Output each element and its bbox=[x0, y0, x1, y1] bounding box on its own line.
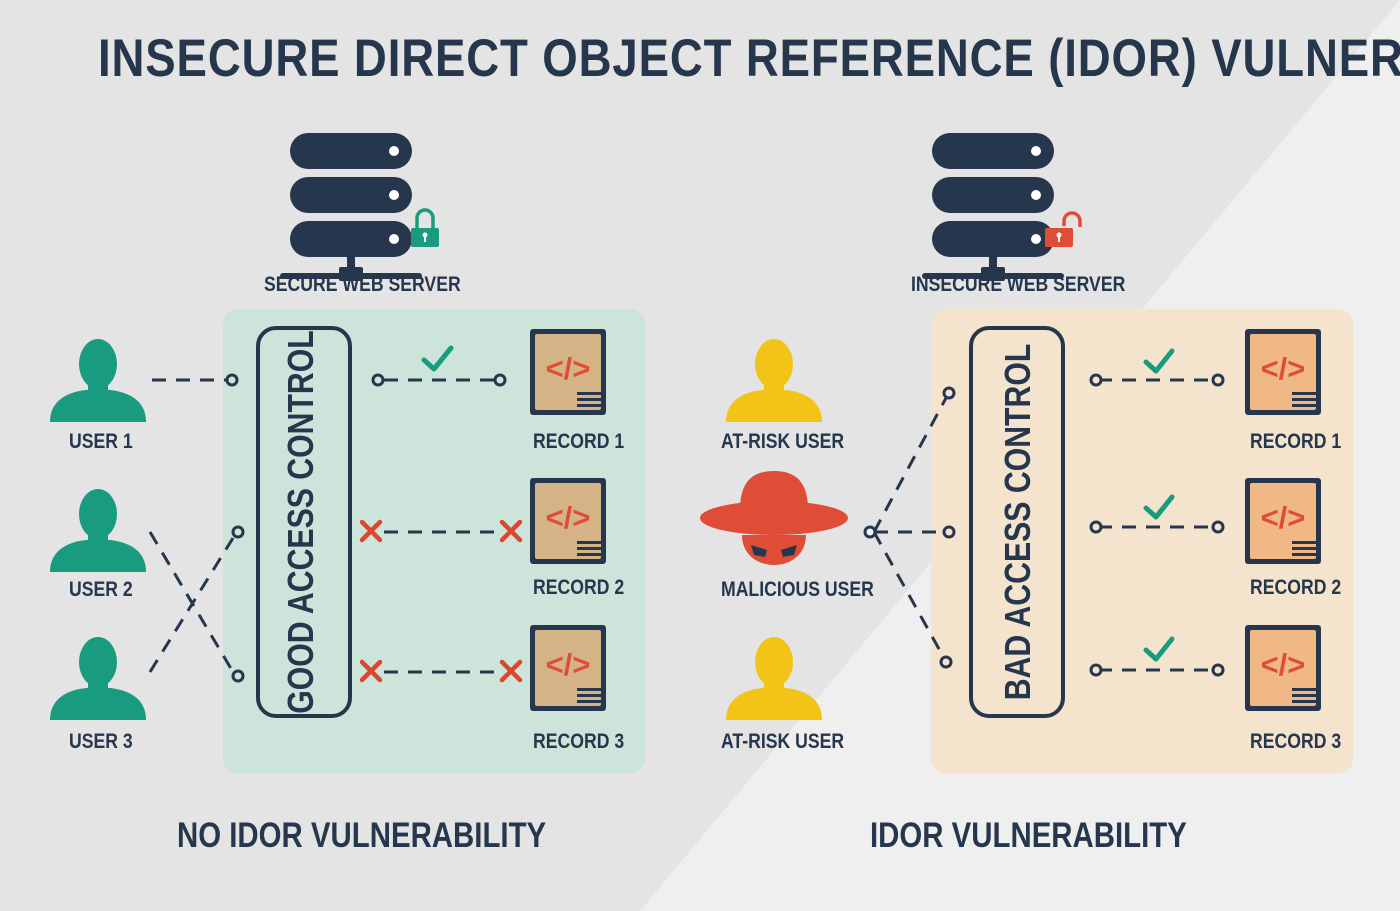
user-3-label: USER 3 bbox=[69, 730, 133, 753]
malicious-user-icon bbox=[700, 471, 848, 565]
left-record-3-icon bbox=[530, 625, 606, 711]
left-record-2-label: RECORD 2 bbox=[533, 576, 625, 599]
right-caption: IDOR VULNERABILITY bbox=[870, 816, 1187, 855]
malicious-user-label: MALICIOUS USER bbox=[721, 578, 874, 601]
right-record-1-icon bbox=[1245, 329, 1321, 415]
unlocked-padlock-icon bbox=[1045, 211, 1082, 247]
left-record-3-label: RECORD 3 bbox=[533, 730, 625, 753]
left-record-2-icon bbox=[530, 478, 606, 564]
x-icons bbox=[359, 519, 523, 683]
locked-padlock-icon bbox=[411, 208, 439, 247]
check-icon bbox=[421, 345, 454, 372]
right-check-icons bbox=[1143, 348, 1175, 662]
right-record-3-label: RECORD 3 bbox=[1250, 730, 1342, 753]
page-title: INSECURE DIRECT OBJECT REFERENCE (IDOR) … bbox=[98, 29, 1400, 88]
at-risk-user-1-label: AT-RISK USER bbox=[721, 430, 845, 453]
left-connection-nodes bbox=[225, 373, 507, 683]
at-risk-user-2-label: AT-RISK USER bbox=[721, 730, 845, 753]
good-access-control-box bbox=[256, 326, 352, 718]
right-record-1-label: RECORD 1 bbox=[1250, 430, 1342, 453]
right-connection-lines bbox=[872, 378, 1214, 672]
good-access-control-label: GOOD ACCESS CONTROL bbox=[282, 330, 322, 714]
left-caption: NO IDOR VULNERABILITY bbox=[177, 816, 547, 855]
left-connection-lines bbox=[148, 378, 496, 674]
left-record-1-icon bbox=[530, 329, 606, 415]
user-2-label: USER 2 bbox=[69, 578, 133, 601]
secure-server-label: SECURE WEB SERVER bbox=[264, 273, 461, 296]
right-connection-nodes bbox=[863, 373, 1225, 677]
right-record-3-icon bbox=[1245, 625, 1321, 711]
user-1-label: USER 1 bbox=[69, 430, 133, 453]
right-record-2-label: RECORD 2 bbox=[1250, 576, 1342, 599]
bad-access-control-box bbox=[969, 326, 1065, 718]
insecure-server-label: INSECURE WEB SERVER bbox=[911, 273, 1126, 296]
left-record-1-label: RECORD 1 bbox=[533, 430, 625, 453]
bad-access-control-label: BAD ACCESS CONTROL bbox=[999, 344, 1039, 701]
right-record-2-icon bbox=[1245, 478, 1321, 564]
